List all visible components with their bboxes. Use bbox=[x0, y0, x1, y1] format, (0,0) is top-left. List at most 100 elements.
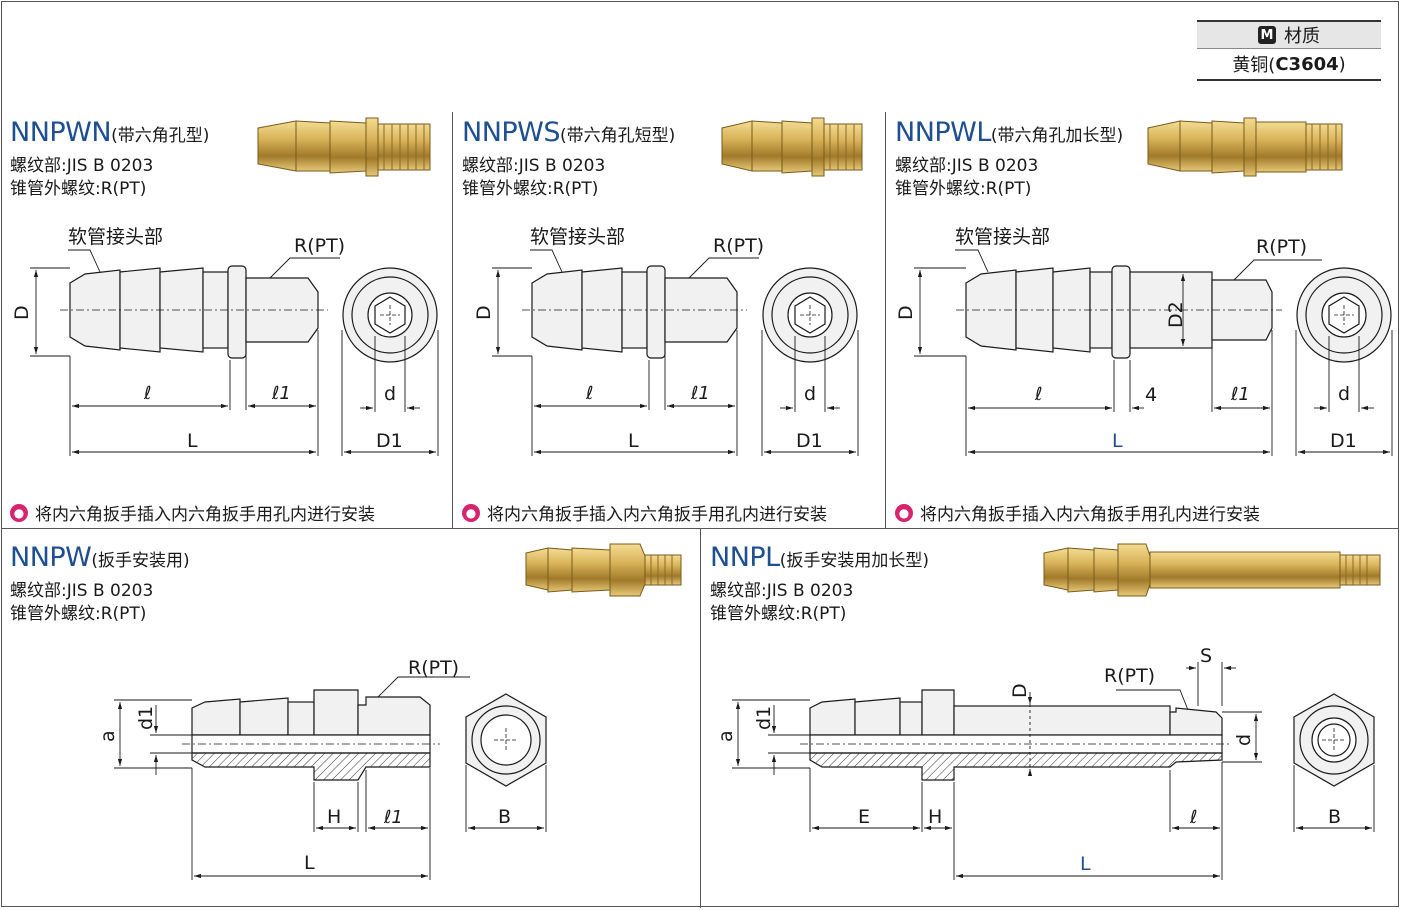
nnpws-drawing bbox=[522, 265, 858, 363]
nnpwn-thread-spec: 螺纹部:JIS B 0203 bbox=[10, 156, 154, 176]
nnpws-dim-D: D bbox=[473, 305, 495, 320]
nnpwl-dim-four: 4 bbox=[1145, 384, 1157, 406]
nnpwn-dim-d: d bbox=[384, 383, 396, 405]
nnpws-dim-l: ℓ bbox=[585, 383, 593, 404]
nnpw-dimensions bbox=[114, 676, 547, 880]
nnpwl-dim-d: d bbox=[1338, 383, 1350, 405]
nnpwn-title: NNPWN(带六角孔型) bbox=[10, 117, 209, 148]
nnpwn-product-photo bbox=[257, 117, 431, 177]
nnpws-note-text: 将内六角扳手插入内六角扳手用孔内进行安装 bbox=[487, 505, 827, 525]
nnpws-dimensions bbox=[492, 249, 859, 456]
nnpwn-install-note: ●将内六角扳手插入内六角扳手用孔内进行安装 bbox=[10, 500, 375, 525]
nnpw-rpt-label: R(PT) bbox=[408, 657, 459, 679]
nnpwl-dim-D: D bbox=[895, 305, 917, 320]
nnpws-install-note: ● 将内六角扳手插入内六角扳手用孔内进行安装 bbox=[462, 500, 827, 525]
nnpwl-subtype: (带六角孔加长型) bbox=[990, 126, 1124, 146]
nnpw-thread-spec: 螺纹部:JIS B 0203 bbox=[10, 581, 154, 601]
nnpw-title: NNPW(扳手安装用) bbox=[10, 542, 190, 573]
nnpwn-dimensions bbox=[30, 249, 439, 456]
nnpwn-dim-l1: ℓ1 bbox=[271, 383, 291, 404]
nnpw-dim-B: B bbox=[498, 806, 511, 828]
nnpl-product-photo bbox=[1043, 543, 1381, 597]
nnpw-dim-H: H bbox=[327, 806, 341, 828]
nnpwl-hose-label: 软管接头部 bbox=[955, 226, 1050, 248]
nnpwl-taper-spec: 锥管外螺纹:R(PT) bbox=[895, 179, 1032, 199]
nnpl-dim-S: S bbox=[1200, 645, 1212, 667]
nnpl-dim-H: H bbox=[928, 806, 942, 828]
nnpwl-install-note: ● 将内六角扳手插入内六角扳手用孔内进行安装 bbox=[895, 500, 1260, 525]
column-divider-3 bbox=[700, 528, 701, 908]
nnpl-drawing bbox=[800, 689, 1375, 787]
material-header: M 材质 bbox=[1197, 22, 1381, 49]
nnpl-dimensions bbox=[732, 662, 1375, 880]
nnpwl-rpt-label: R(PT) bbox=[1256, 236, 1307, 258]
nnpw-subtype: (扳手安装用) bbox=[91, 551, 190, 571]
nnpws-product-photo bbox=[721, 117, 863, 177]
nnpws-taper-spec: 锥管外螺纹:R(PT) bbox=[462, 179, 599, 199]
nnpws-dim-d: d bbox=[804, 383, 816, 405]
nnpl-dim-l: ℓ bbox=[1189, 807, 1197, 828]
nnpl-thread-spec: 螺纹部:JIS B 0203 bbox=[710, 581, 854, 601]
info-pin-icon: ● bbox=[10, 503, 28, 522]
nnpwn-model: NNPWN bbox=[10, 117, 112, 148]
nnpl-dim-E: E bbox=[858, 806, 870, 828]
material-badge: M bbox=[1258, 26, 1276, 44]
nnpwl-title: NNPWL(带六角孔加长型) bbox=[895, 117, 1123, 148]
nnpwn-hose-label: 软管接头部 bbox=[68, 226, 163, 248]
nnpws-title: NNPWS(带六角孔短型) bbox=[462, 117, 675, 148]
nnpl-dim-B: B bbox=[1328, 806, 1341, 828]
material-value-code: C3604 bbox=[1275, 53, 1339, 75]
nnpwl-note-text: 将内六角扳手插入内六角扳手用孔内进行安装 bbox=[920, 505, 1260, 525]
nnpws-thread-spec: 螺纹部:JIS B 0203 bbox=[462, 156, 606, 176]
nnpl-title: NNPL(扳手安装用加长型) bbox=[710, 542, 929, 573]
nnpl-dim-d: d bbox=[1233, 734, 1255, 746]
nnpw-dim-L: L bbox=[304, 852, 315, 874]
material-value-suffix: ) bbox=[1338, 53, 1346, 75]
nnpwn-dim-D: D bbox=[11, 305, 33, 320]
nnpws-model: NNPWS bbox=[462, 117, 561, 148]
nnpws-dim-L: L bbox=[628, 430, 639, 452]
material-header-label: 材质 bbox=[1284, 26, 1320, 47]
nnpl-dim-a: a bbox=[715, 730, 737, 742]
nnpwn-dim-D1: D1 bbox=[376, 430, 403, 452]
nnpwn-taper-spec: 锥管外螺纹:R(PT) bbox=[10, 179, 147, 199]
info-pin-icon: ● bbox=[462, 503, 480, 522]
nnpwl-thread-spec: 螺纹部:JIS B 0203 bbox=[895, 156, 1039, 176]
material-value-prefix: 黄铜( bbox=[1232, 55, 1276, 76]
info-pin-icon: ● bbox=[895, 503, 913, 522]
nnpwn-rpt-label: R(PT) bbox=[294, 235, 345, 257]
nnpwl-dim-l: ℓ bbox=[1034, 384, 1042, 405]
nnpl-dim-L: L bbox=[1080, 853, 1091, 875]
nnpwl-drawing bbox=[956, 265, 1392, 363]
nnpwl-product-photo bbox=[1147, 117, 1343, 177]
nnpwl-dimensions bbox=[914, 249, 1393, 456]
nnpwn-subtype: (带六角孔型) bbox=[111, 126, 210, 146]
nnpwl-dim-l1: ℓ1 bbox=[1230, 384, 1250, 405]
nnpw-taper-spec: 锥管外螺纹:R(PT) bbox=[10, 604, 147, 624]
nnpws-dim-l1: ℓ1 bbox=[690, 383, 710, 404]
nnpl-subtype: (扳手安装用加长型) bbox=[779, 551, 929, 571]
nnpwl-dim-D1: D1 bbox=[1330, 430, 1357, 452]
material-table: M 材质 黄铜(C3604) bbox=[1197, 20, 1381, 81]
nnpl-rpt-label: R(PT) bbox=[1104, 665, 1155, 687]
nnpl-dim-D: D bbox=[1009, 683, 1031, 698]
nnpwl-model: NNPWL bbox=[895, 117, 991, 148]
nnpwl-dim-D2: D2 bbox=[1165, 301, 1187, 328]
column-divider-2 bbox=[885, 112, 886, 528]
nnpw-dim-a: a bbox=[97, 730, 119, 742]
material-value: 黄铜(C3604) bbox=[1197, 49, 1381, 79]
nnpws-rpt-label: R(PT) bbox=[713, 235, 764, 257]
nnpl-model: NNPL bbox=[710, 542, 780, 573]
column-divider-1 bbox=[452, 112, 453, 528]
nnpw-dim-d1: d1 bbox=[135, 706, 157, 730]
nnpwn-dim-l: ℓ bbox=[143, 383, 151, 404]
nnpwn-drawing bbox=[60, 265, 438, 363]
nnpwn-dim-L: L bbox=[187, 430, 198, 452]
nnpw-drawing bbox=[182, 689, 547, 787]
nnpl-taper-spec: 锥管外螺纹:R(PT) bbox=[710, 604, 847, 624]
nnpw-dim-l1: ℓ1 bbox=[383, 807, 403, 828]
nnpl-dim-d1: d1 bbox=[753, 706, 775, 730]
nnpw-model: NNPW bbox=[10, 542, 92, 573]
nnpwl-dim-L: L bbox=[1112, 430, 1123, 452]
